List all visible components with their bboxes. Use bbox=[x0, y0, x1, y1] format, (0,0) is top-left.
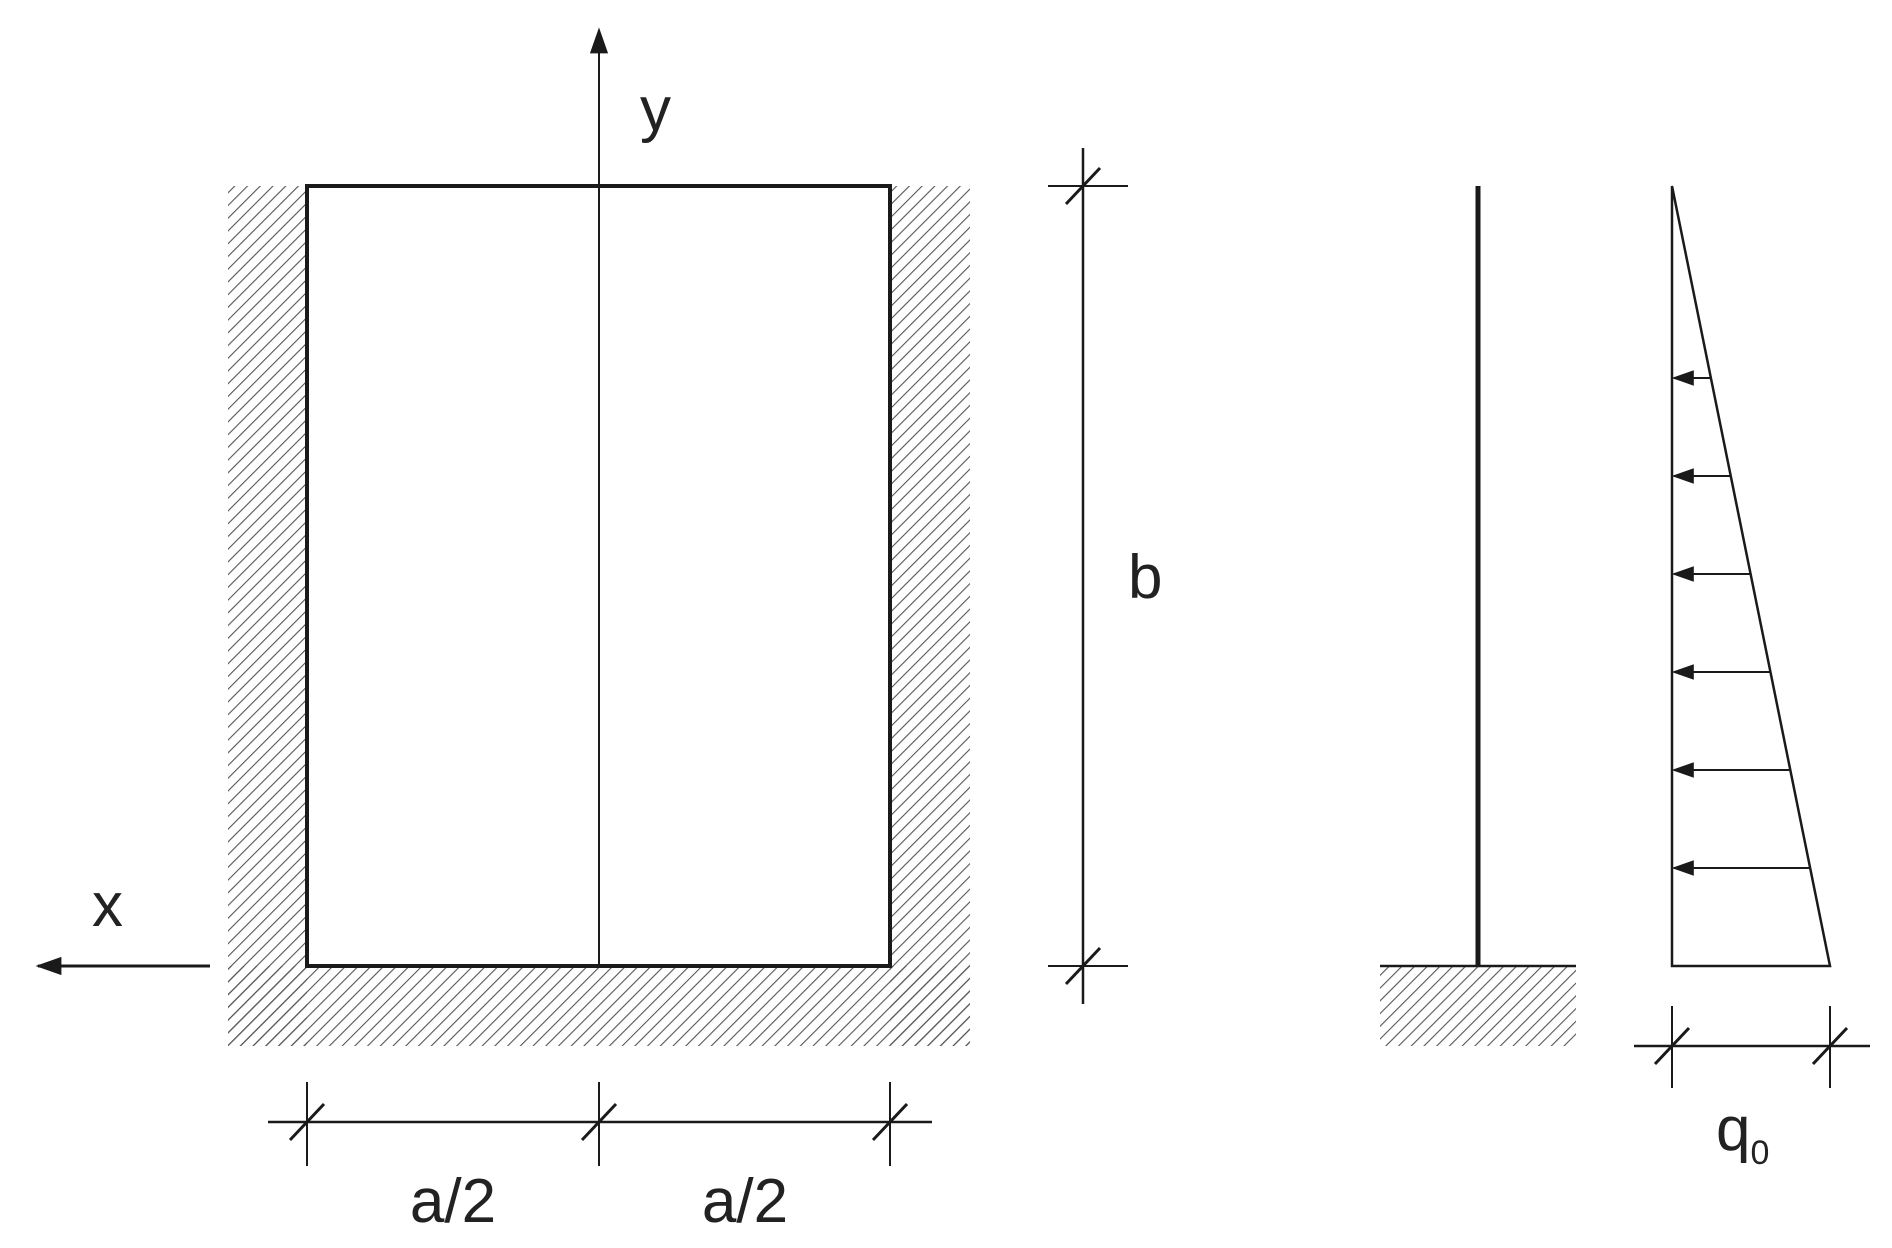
height-dimension bbox=[1048, 148, 1128, 1004]
plate-supports bbox=[228, 186, 970, 1046]
half-width-label-left: a/2 bbox=[410, 1167, 496, 1236]
ground-hatch bbox=[1380, 966, 1576, 1046]
right-support-hatch bbox=[890, 186, 970, 1046]
y-axis-label: y bbox=[640, 75, 671, 144]
load-diagram bbox=[1634, 185, 1870, 1088]
cantilever-section bbox=[1380, 186, 1576, 1046]
load-label: q0 bbox=[1716, 1095, 1769, 1172]
x-axis-label: x bbox=[92, 871, 123, 940]
left-support-hatch bbox=[228, 186, 307, 1046]
load-arrows bbox=[1671, 370, 1811, 876]
load-triangle bbox=[1670, 185, 1832, 968]
width-dimension bbox=[268, 1082, 932, 1166]
bottom-support-hatch bbox=[228, 966, 970, 1046]
height-label: b bbox=[1128, 543, 1162, 612]
half-width-label-right: a/2 bbox=[702, 1167, 788, 1236]
